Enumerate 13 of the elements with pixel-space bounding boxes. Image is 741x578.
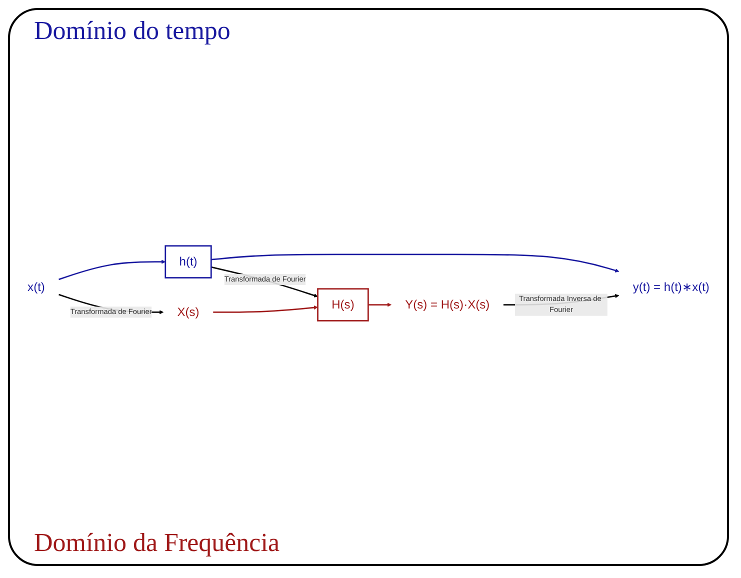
- node-box: h(t): [164, 245, 212, 278]
- arrow: [213, 306, 318, 313]
- arrow: [211, 254, 620, 272]
- domain-label: Domínio da Frequência: [34, 528, 280, 557]
- node-text: Y(s) = H(s)·X(s): [405, 298, 490, 312]
- arrow: [211, 266, 318, 298]
- node-text: X(s): [177, 305, 200, 319]
- arrow: [368, 302, 392, 307]
- node-box: H(s): [317, 288, 369, 322]
- node-text: x(t): [28, 280, 45, 294]
- node-text: y(t) = h(t)∗x(t): [632, 280, 710, 294]
- arrow: [58, 260, 166, 280]
- domain-label: Domínio do tempo: [34, 16, 230, 45]
